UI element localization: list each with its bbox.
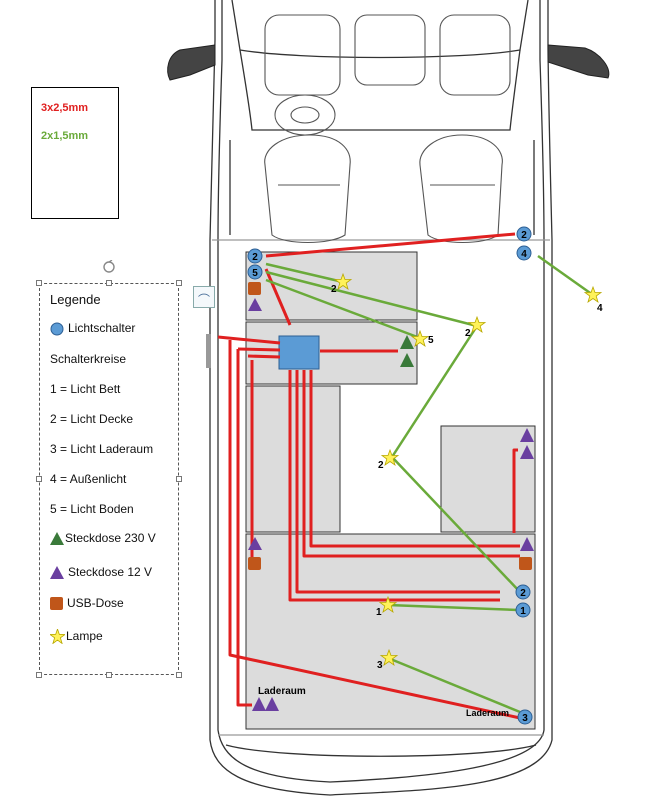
wire-red-label: 3x2,5mm bbox=[41, 102, 89, 114]
legend-item-circuit-2: 2 = Licht Decke bbox=[50, 412, 134, 426]
kitchen-block bbox=[245, 321, 418, 385]
switch-symbol: 3 bbox=[517, 709, 533, 725]
switch-symbol: 2 bbox=[515, 584, 531, 600]
cargo-label-left: Laderaum bbox=[258, 686, 306, 697]
cabin-interior bbox=[264, 14, 511, 243]
svg-text:2: 2 bbox=[378, 460, 384, 471]
svg-text:3: 3 bbox=[377, 660, 383, 671]
legend-item-circuit-5: 5 = Licht Boden bbox=[50, 502, 134, 516]
lamp-symbol: 2 bbox=[465, 315, 487, 339]
switch-symbol: 2 bbox=[247, 248, 263, 264]
legend-item-circuit-3: 3 = Licht Laderaum bbox=[50, 442, 154, 456]
legend-item-socket-230: Steckdose 230 V bbox=[50, 531, 156, 546]
scroll-handle[interactable] bbox=[206, 334, 211, 368]
legend-item-socket-12: Steckdose 12 V bbox=[50, 565, 152, 580]
socket-12v bbox=[265, 697, 279, 711]
svg-text:2: 2 bbox=[520, 588, 526, 599]
socket-12v bbox=[248, 537, 262, 550]
legend-item-lamp: Lampe bbox=[50, 629, 103, 645]
legend-item-circuit-4: 4 = Außenlicht bbox=[50, 472, 127, 486]
wire-type-legend: 3x2,5mm 2x1,5mm bbox=[31, 87, 119, 219]
lamp-symbol: 2 bbox=[331, 272, 353, 295]
resize-handle[interactable] bbox=[36, 476, 42, 482]
socket-12v bbox=[520, 537, 534, 551]
resize-handle[interactable] bbox=[36, 672, 42, 678]
red-wires bbox=[217, 232, 521, 720]
lamp-symbol: 5 bbox=[410, 329, 434, 347]
svg-text:2: 2 bbox=[252, 252, 258, 263]
legend-item-circuits: Schalterkreise bbox=[50, 352, 127, 366]
usb-socket bbox=[519, 557, 532, 570]
svg-text:2: 2 bbox=[331, 284, 337, 295]
resize-handle[interactable] bbox=[106, 672, 112, 678]
socket-12v bbox=[520, 445, 534, 459]
wardrobe-block bbox=[440, 425, 536, 533]
switch-symbol: 4 bbox=[516, 245, 532, 261]
socket-12v bbox=[248, 298, 262, 311]
legend-title: Legende bbox=[50, 292, 101, 307]
svg-text:4: 4 bbox=[521, 249, 527, 260]
svg-text:5: 5 bbox=[428, 335, 434, 346]
van-body bbox=[209, 0, 553, 796]
wire-green-label: 2x1,5mm bbox=[41, 130, 89, 142]
switch-symbol: 1 bbox=[515, 602, 531, 618]
resize-handle[interactable] bbox=[106, 280, 112, 286]
resize-handle[interactable] bbox=[176, 280, 182, 286]
socket-230v bbox=[400, 335, 414, 349]
lamp-symbol: 3 bbox=[377, 648, 399, 671]
socket-12v bbox=[520, 428, 534, 442]
layout-options-icon: ⌒ bbox=[198, 293, 211, 307]
rotate-handle-icon[interactable] bbox=[102, 260, 116, 274]
usb-socket bbox=[248, 282, 261, 295]
svg-text:4: 4 bbox=[597, 303, 603, 314]
purple-triangle-icon bbox=[50, 566, 64, 580]
legend-item-circuit-1: 1 = Licht Bett bbox=[50, 382, 121, 396]
legend-item-usb: USB-Dose bbox=[50, 596, 124, 611]
svg-text:5: 5 bbox=[252, 268, 258, 279]
switch-circle-icon bbox=[50, 322, 64, 336]
green-wires bbox=[265, 254, 594, 714]
svg-text:1: 1 bbox=[376, 607, 382, 618]
lamp-symbol: 1 bbox=[376, 595, 398, 618]
legend-item-switch: Lichtschalter bbox=[50, 321, 135, 336]
svg-text:2: 2 bbox=[521, 230, 527, 241]
orange-square-icon bbox=[50, 597, 63, 611]
resize-handle[interactable] bbox=[176, 476, 182, 482]
yellow-star-icon bbox=[50, 629, 65, 645]
svg-text:1: 1 bbox=[520, 606, 526, 617]
svg-text:2: 2 bbox=[465, 328, 471, 339]
socket-12v bbox=[252, 697, 266, 711]
bench-block bbox=[245, 385, 341, 533]
resize-handle[interactable] bbox=[36, 280, 42, 286]
svg-text:3: 3 bbox=[522, 713, 528, 724]
socket-230v bbox=[400, 353, 414, 367]
lamp-symbol: 2 bbox=[378, 448, 400, 471]
green-triangle-icon bbox=[50, 532, 64, 546]
distribution-box bbox=[278, 335, 320, 370]
furniture-boxes bbox=[245, 251, 536, 730]
resize-handle[interactable] bbox=[176, 672, 182, 678]
layout-options-button[interactable]: ⌒ bbox=[193, 286, 215, 308]
usb-socket bbox=[248, 557, 261, 570]
side-mirrors bbox=[167, 44, 610, 81]
lamp-symbol: 4 bbox=[583, 285, 603, 314]
cargo-label-right: Laderaum bbox=[466, 708, 509, 718]
cargo-area bbox=[245, 533, 536, 730]
switch-symbol: 5 bbox=[247, 264, 263, 280]
switch-symbol: 2 bbox=[516, 226, 532, 242]
